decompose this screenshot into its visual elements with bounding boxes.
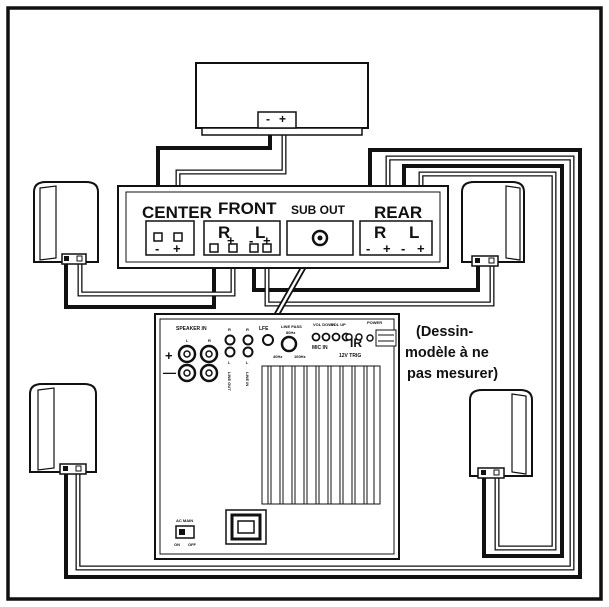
sub-off-label: OFF — [188, 542, 197, 547]
center-speaker-terminal-plate — [257, 111, 297, 129]
sub-on-label: ON — [174, 542, 180, 547]
receiver-front-left-label: L — [255, 223, 265, 242]
receiver-rear-l-minus: - — [401, 241, 405, 256]
sub-lfe-label: LFE — [259, 326, 269, 332]
sub-line-in-label: LINE IN — [245, 372, 250, 386]
sub-freq-high: 160Hz — [294, 354, 306, 359]
receiver-front-r-plus: + — [227, 233, 235, 248]
center-speaker-plus: + — [279, 112, 286, 126]
speaker-rear-left — [29, 383, 97, 475]
receiver-front-r-post-plus — [228, 243, 238, 253]
wire-fl-white-in — [78, 250, 235, 296]
sub-trig-label: 12V TRIG — [339, 353, 361, 359]
sub-line-out-r: R — [228, 327, 231, 332]
receiver-panel: CENTER FRONT SUB OUT REAR - + R L - + - … — [117, 185, 449, 269]
speaker-front-left — [33, 181, 99, 265]
scale-note: (Dessin- modèle à ne pas mesurer) — [405, 324, 498, 382]
receiver-center-post-plus — [173, 232, 183, 242]
sub-vol-down-label: VOL DOWN — [313, 322, 335, 327]
receiver-front-l-post-plus — [262, 243, 272, 253]
sub-power-label: POWER — [367, 320, 382, 325]
sub-speaker-in-l: L — [186, 338, 189, 343]
sub-line-pass-knob — [280, 335, 298, 353]
receiver-center-minus: - — [155, 241, 159, 256]
wire-rl-white-in — [76, 156, 574, 570]
wire-rr-black — [402, 164, 564, 558]
sub-freq-mid: 80Hz — [286, 330, 295, 335]
receiver-rear-r-minus: - — [366, 241, 370, 256]
receiver-center-label: CENTER — [142, 203, 212, 222]
sub-vol-up-label: VOL UP — [331, 322, 346, 327]
sub-speaker-in-r: R — [208, 338, 211, 343]
receiver-rear-l-plus: + — [417, 241, 425, 256]
receiver-front-r-post-minus — [209, 243, 219, 253]
sub-line-in-r: R — [246, 327, 249, 332]
sub-ac-main-label: AC MAIN — [176, 518, 193, 523]
sub-line-pass-label: LINE PASS — [281, 324, 302, 329]
wire-fr-black — [252, 250, 480, 292]
receiver-front-label: FRONT — [218, 199, 277, 218]
speaker-rear-right — [469, 389, 533, 479]
receiver-rear-terminal-box — [359, 220, 433, 256]
wire-rl-black — [64, 148, 582, 579]
note-line-3: pas mesurer) — [407, 366, 498, 382]
wire-fr-white-in — [265, 250, 494, 306]
sub-freq-low: 40Hz — [273, 354, 282, 359]
sub-heatsink-fins — [267, 366, 375, 504]
center-speaker-base — [201, 127, 363, 136]
note-line-1: (Dessin- — [416, 324, 473, 340]
receiver-center-terminal-box — [145, 220, 195, 256]
receiver-rear-right-label: R — [374, 223, 386, 242]
receiver-sub-out-label: SUB OUT — [291, 203, 346, 217]
subwoofer-inner — [159, 318, 395, 555]
center-speaker-minus: - — [266, 112, 270, 126]
sub-lfe-jack — [262, 334, 274, 346]
sub-line-out-l: L — [228, 360, 231, 365]
receiver-front-l-post-minus — [249, 243, 259, 253]
receiver-rear-left-label: L — [409, 223, 419, 242]
sub-mic-in-label: MIC IN — [312, 345, 328, 351]
receiver-rear-label: REAR — [374, 203, 422, 222]
receiver-center-plus: + — [173, 241, 181, 256]
speaker-front-right — [461, 181, 525, 267]
receiver-front-l-minus: - — [249, 233, 253, 248]
receiver-front-l-plus: + — [263, 233, 271, 248]
sub-heatsink — [261, 365, 381, 505]
receiver-sub-out-jack-core — [317, 235, 323, 241]
sub-speaker-in-minus: — — [163, 365, 176, 380]
sub-speaker-in-plus: + — [165, 348, 173, 363]
wire-fl-black — [64, 250, 216, 309]
receiver-inner — [125, 191, 441, 263]
sub-speaker-in-label: SPEAKER IN — [176, 326, 207, 332]
receiver-center-post-minus — [153, 232, 163, 242]
wire-rr-white-in — [419, 172, 556, 550]
sub-line-out-label: LINE OUT — [227, 372, 232, 391]
receiver-front-right-label: R — [218, 223, 230, 242]
sub-line-in-l: L — [246, 360, 249, 365]
subwoofer-panel: SPEAKER IN L R + — R R L L LINE OUT LINE… — [154, 313, 400, 560]
center-speaker: - + — [195, 62, 369, 136]
note-line-2: modèle à ne — [405, 345, 489, 361]
receiver-rear-r-plus: + — [383, 241, 391, 256]
